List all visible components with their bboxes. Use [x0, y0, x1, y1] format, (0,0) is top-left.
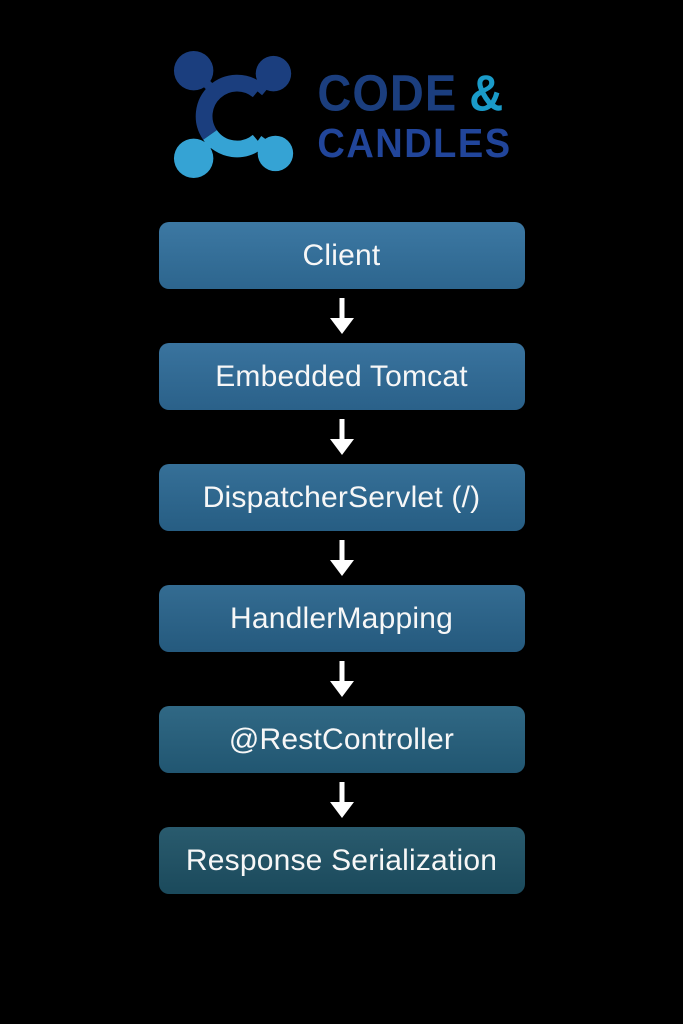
down-arrow-icon — [329, 661, 354, 697]
code-candles-molecule-c-icon — [174, 50, 294, 179]
brand-logo: CODE & CANDLES — [0, 0, 683, 182]
brand-word-code: CODE — [317, 63, 458, 122]
brand-wordmark: CODE & CANDLES — [317, 67, 512, 167]
flow-node: Client — [158, 222, 525, 289]
flow-node-label: Client — [302, 238, 381, 272]
down-arrow-icon — [329, 419, 354, 455]
flowchart: Client Embedded Tomcat DispatcherServlet… — [158, 222, 525, 894]
node-circle-top-right — [256, 55, 292, 92]
brand-ampersand: & — [469, 63, 505, 122]
flow-node-label: Embedded Tomcat — [215, 359, 468, 393]
flow-node-label: HandlerMapping — [230, 601, 453, 635]
brand-line-1: CODE & — [317, 67, 511, 118]
node-circle-top-left — [174, 50, 214, 91]
node-circle-bottom-right — [258, 135, 294, 172]
flow-node-label: @RestController — [228, 722, 455, 756]
c-arc-bottom-light — [203, 129, 264, 158]
flow-node: Embedded Tomcat — [158, 343, 525, 410]
down-arrow-icon — [329, 540, 354, 576]
flow-node-label: Response Serialization — [185, 843, 498, 877]
c-arc-top-dark — [196, 74, 264, 140]
flow-node: HandlerMapping — [158, 585, 525, 652]
node-circle-bottom-left — [174, 138, 214, 179]
flow-node: DispatcherServlet (/) — [158, 464, 525, 531]
flow-node-label: DispatcherServlet (/) — [202, 480, 481, 514]
flow-node: Response Serialization — [158, 827, 525, 894]
down-arrow-icon — [329, 782, 354, 818]
down-arrow-icon — [329, 298, 354, 334]
brand-word-candles: CANDLES — [317, 121, 512, 167]
flow-node: @RestController — [158, 706, 525, 773]
